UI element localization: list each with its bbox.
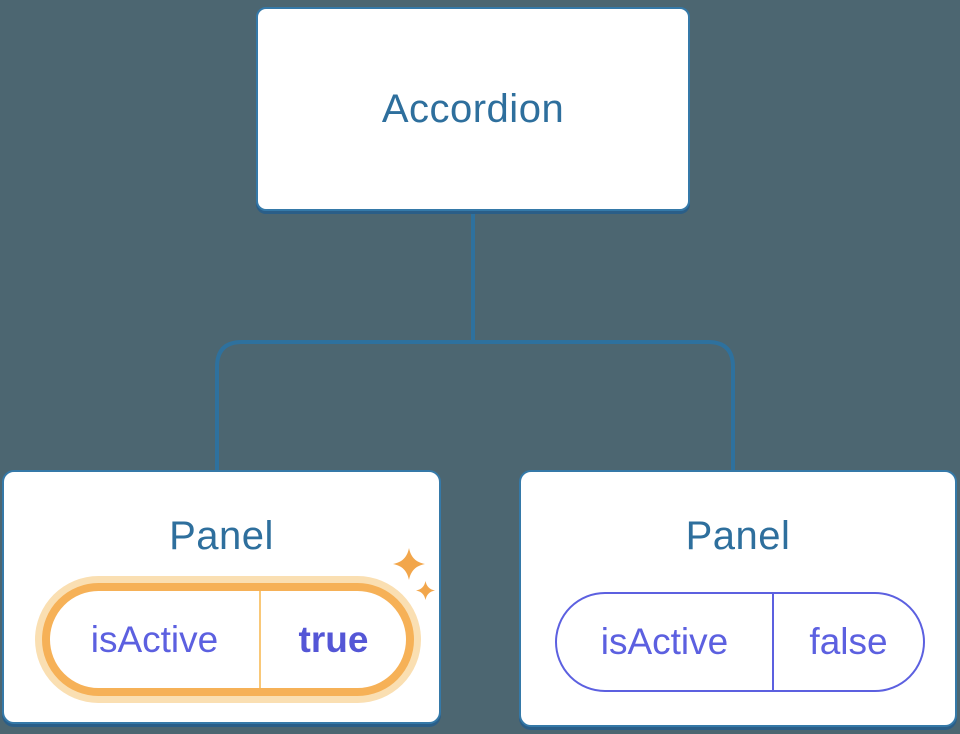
sparkle-icon-small <box>416 581 435 600</box>
pill-divider <box>259 591 261 688</box>
state-pill-inactive: isActive false <box>555 592 925 692</box>
state-prop-value: true <box>298 618 369 660</box>
accordion-node-label: Accordion <box>381 86 565 131</box>
state-pill-active: isActive true <box>42 583 414 696</box>
state-prop-name: isActive <box>600 621 729 662</box>
panel-node-label: Panel <box>685 514 791 558</box>
sparkle-icon-large <box>393 548 425 580</box>
panel-node-inactive: Panel isActive false <box>519 470 957 727</box>
accordion-node: Accordion <box>256 7 690 211</box>
state-prop-value: false <box>809 621 888 662</box>
state-prop-name: isActive <box>90 618 219 660</box>
panel-node-active: Panel isActive true <box>2 470 441 724</box>
pill-divider <box>772 594 774 690</box>
panel-node-label: Panel <box>169 514 274 558</box>
